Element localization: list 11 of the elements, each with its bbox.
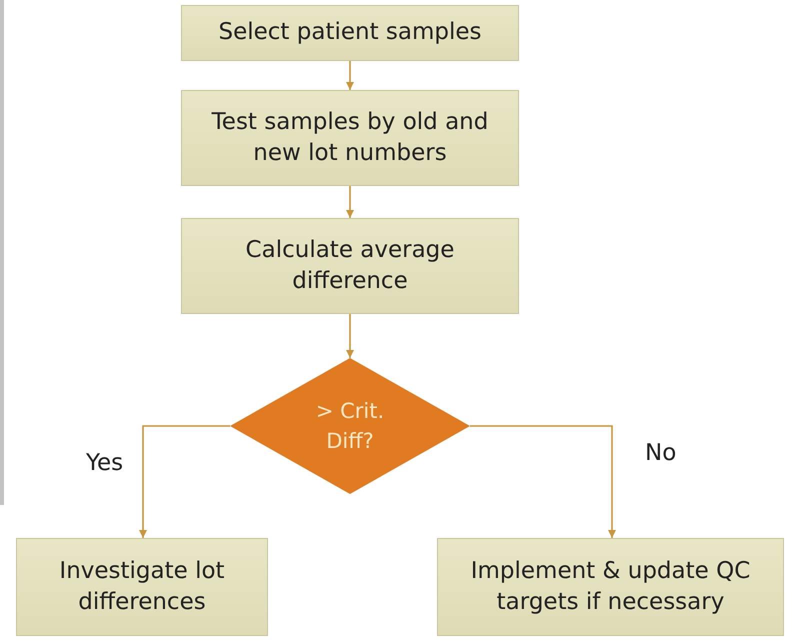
arrow	[346, 186, 354, 218]
decision-text: > Crit. Diff?	[314, 398, 386, 455]
process-box: Select patient samples	[181, 5, 519, 61]
arrow	[346, 61, 354, 90]
arrow	[346, 314, 354, 358]
arrow	[139, 425, 230, 538]
arrow	[470, 425, 616, 538]
process-box: Calculate average difference	[181, 218, 519, 314]
process-box: Investigate lot differences	[16, 538, 268, 636]
process-box: Implement & update QC targets if necessary	[437, 538, 784, 636]
process-box: Test samples by old and new lot numbers	[181, 90, 519, 186]
